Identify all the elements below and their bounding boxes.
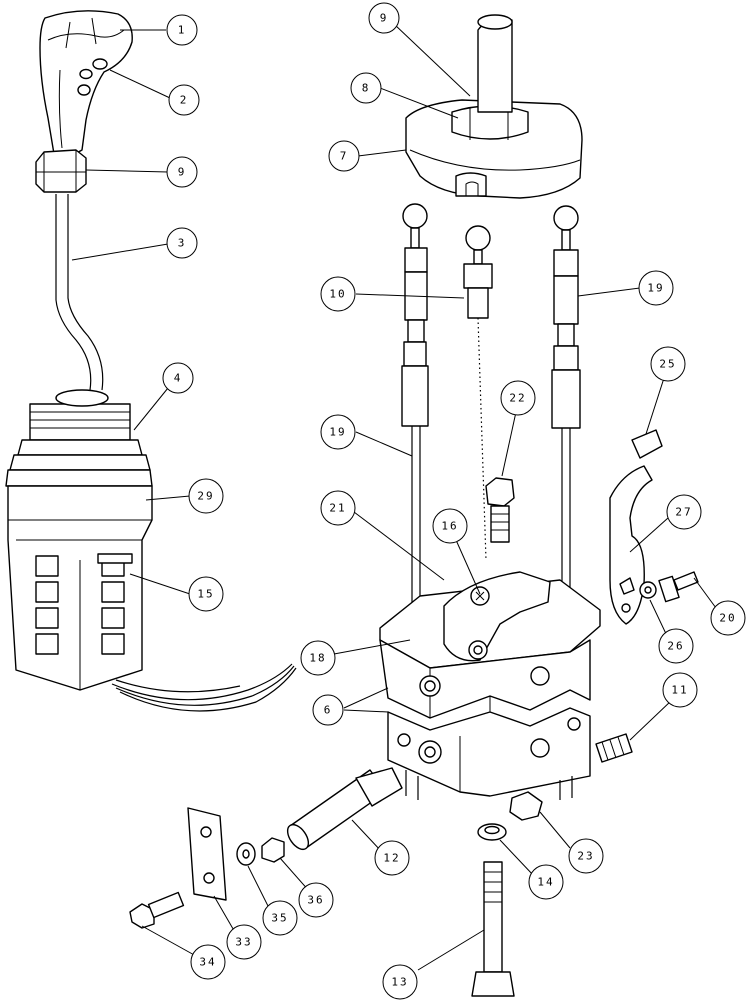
svg-text:27: 27 (675, 506, 692, 519)
svg-text:15: 15 (197, 588, 214, 601)
svg-text:19: 19 (329, 426, 346, 439)
callout-8: 8 (350, 72, 382, 104)
grip-button (79, 68, 93, 80)
spacer-plate (187, 807, 227, 901)
callout-10: 10 (320, 276, 356, 312)
svg-text:9: 9 (178, 166, 187, 179)
lever-cover-assembly (405, 14, 583, 199)
svg-text:18: 18 (309, 652, 326, 665)
leader-lines (71, 23, 717, 971)
grip-button (92, 58, 108, 70)
svg-text:8: 8 (362, 82, 371, 95)
svg-text:10: 10 (329, 288, 346, 301)
housing-hex-bolts (35, 555, 125, 655)
svg-text:20: 20 (719, 612, 736, 625)
callout-34: 34 (190, 944, 226, 980)
callout-9-lever: 9 (368, 2, 400, 34)
svg-text:7: 7 (340, 150, 349, 163)
svg-text:33: 33 (235, 936, 252, 949)
lock-nut (261, 837, 285, 863)
cover-plate (405, 99, 583, 199)
svg-text:25: 25 (659, 358, 676, 371)
svg-text:11: 11 (671, 684, 688, 697)
callout-18: 18 (300, 640, 336, 676)
callout-21: 21 (320, 490, 356, 526)
cap-screw (129, 891, 185, 929)
svg-text:34: 34 (199, 956, 216, 969)
callout-6: 6 (312, 694, 344, 726)
callout-13: 13 (382, 964, 418, 1000)
svg-text:36: 36 (307, 894, 324, 907)
svg-text:26: 26 (667, 640, 684, 653)
callout-35: 35 (262, 900, 298, 936)
callout-19-left: 19 (320, 414, 356, 450)
svg-text:6: 6 (324, 704, 333, 717)
callout-16: 16 (432, 508, 468, 544)
tie-bolt (471, 861, 515, 997)
callout-2: 2 (168, 84, 200, 116)
svg-text:14: 14 (537, 876, 554, 889)
lever-stem (477, 17, 513, 113)
callout-27: 27 (666, 494, 702, 530)
svg-text:1: 1 (178, 24, 187, 37)
callout-29: 29 (188, 478, 224, 514)
callout-26: 26 (658, 628, 694, 664)
hex-nut (509, 791, 543, 821)
control-links (401, 203, 581, 610)
callout-3: 3 (166, 227, 198, 259)
callout-14: 14 (528, 864, 564, 900)
callout-7: 7 (328, 140, 360, 172)
rubber-boot (29, 403, 131, 441)
joystick-grip (39, 10, 133, 157)
svg-text:19: 19 (647, 282, 664, 295)
callout-9-grip-nut: 9 (166, 156, 198, 188)
callout-36: 36 (298, 882, 334, 918)
svg-text:9: 9 (380, 12, 389, 25)
svg-text:3: 3 (178, 237, 187, 250)
callout-1: 1 (166, 14, 198, 46)
grip-button (77, 84, 91, 96)
wire-harness (111, 663, 297, 712)
svg-text:12: 12 (383, 852, 400, 865)
callout-25: 25 (650, 346, 686, 382)
svg-text:4: 4 (174, 372, 183, 385)
callout-19-right: 19 (638, 270, 674, 306)
grip-collar-nut (35, 149, 87, 193)
callout-22: 22 (500, 380, 536, 416)
spool-sleeve (286, 767, 403, 851)
washer-and-screw (639, 571, 699, 603)
hex-bolt (485, 477, 515, 543)
callout-12: 12 (374, 840, 410, 876)
callout-33: 33 (226, 924, 262, 960)
svg-text:23: 23 (577, 850, 594, 863)
callout-4: 4 (162, 362, 194, 394)
callout-11: 11 (662, 672, 698, 708)
callout-20: 20 (710, 600, 746, 636)
svg-text:29: 29 (197, 490, 214, 503)
callout-23: 23 (568, 838, 604, 874)
valve-body (379, 571, 601, 800)
svg-text:13: 13 (391, 976, 408, 989)
svg-text:2: 2 (180, 94, 189, 107)
joystick-handle-assembly (5, 10, 297, 712)
svg-text:16: 16 (441, 520, 458, 533)
svg-text:22: 22 (509, 392, 526, 405)
callout-15: 15 (188, 576, 224, 612)
svg-text:21: 21 (329, 502, 346, 515)
joystick-shaft (55, 194, 104, 391)
retaining-pin (97, 553, 133, 564)
detent-plug (595, 733, 633, 763)
svg-text:35: 35 (271, 912, 288, 925)
